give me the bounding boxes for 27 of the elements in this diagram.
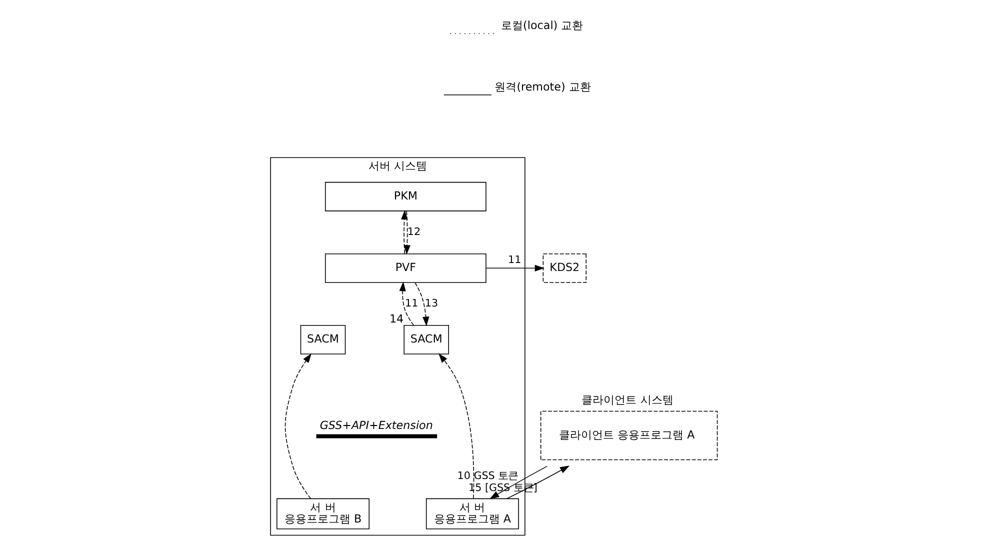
edge-label: 11: [404, 298, 418, 310]
legend-label: 로컬(local) 교환: [500, 19, 583, 32]
edge-label: 13: [424, 298, 438, 310]
label: GSS+API+Extension: [319, 418, 432, 432]
node-box: SACM: [403, 324, 448, 354]
arrow: [506, 466, 570, 499]
node-box: 클라이언트 응용프로그램 A: [540, 410, 718, 460]
node-label: 14: [388, 312, 404, 326]
edge-label: 10 GSS 토큰: [456, 470, 518, 482]
node-box: 서 버 응용프로그램 A: [425, 498, 518, 530]
arrow: [438, 353, 474, 499]
arrow: [398, 282, 414, 326]
node-box: SACM: [300, 324, 346, 354]
arrow: [485, 264, 544, 272]
arrow: [403, 210, 410, 255]
node-box: KDS2: [542, 253, 586, 283]
arrow: [489, 466, 548, 500]
legend-label: 원격(remote) 교환: [494, 80, 590, 94]
arrow: [400, 210, 408, 254]
arrow: [414, 282, 429, 326]
edge-label: 11: [508, 254, 521, 266]
arrow: [284, 353, 312, 500]
edge-label: 12: [406, 226, 420, 238]
node-box: PVF: [324, 253, 486, 283]
node-box: PKM: [324, 182, 486, 212]
node-label: 클라이언트 시스템: [581, 393, 673, 406]
node-box: 서 버 응용프로그램 B: [276, 498, 369, 530]
